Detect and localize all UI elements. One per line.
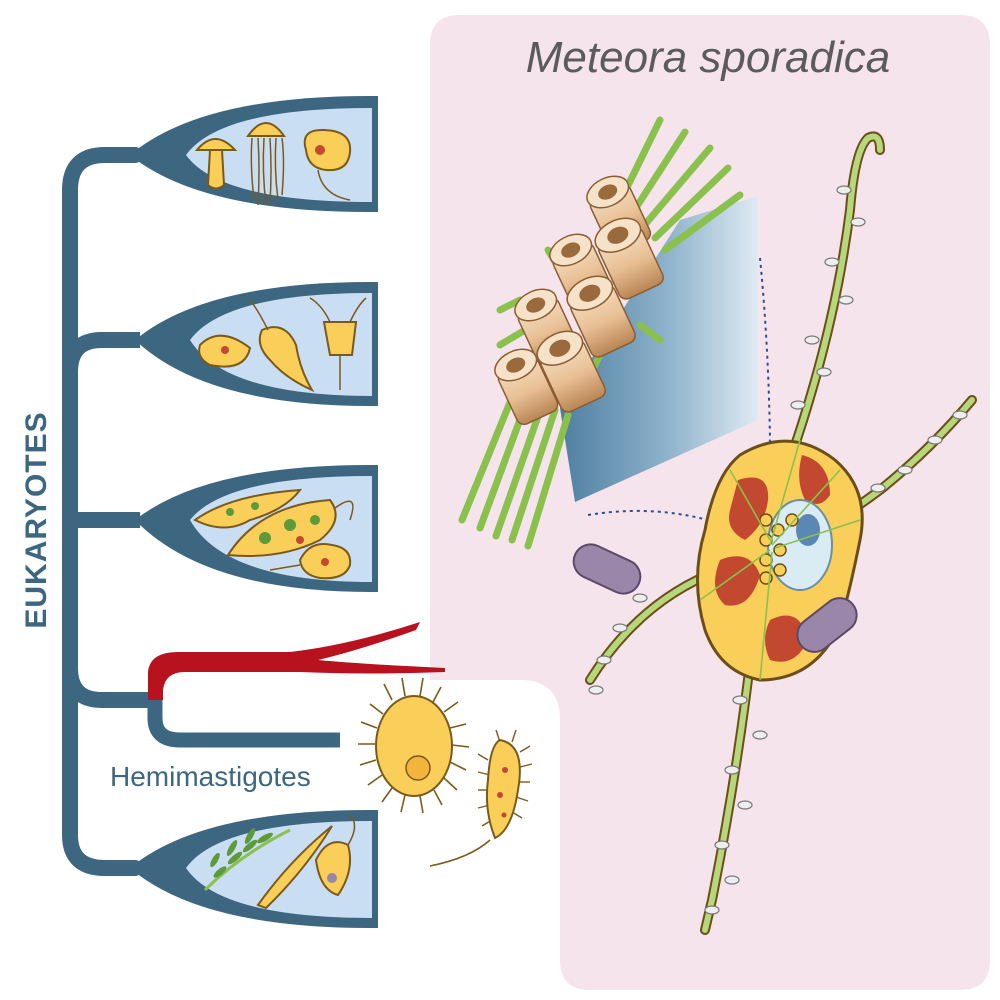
amoeba-icon bbox=[303, 128, 352, 201]
extrusomes bbox=[588, 185, 968, 915]
diatom-icon bbox=[256, 825, 333, 910]
meteora-cell bbox=[572, 131, 977, 935]
eukaryotes-label: EUKARYOTES bbox=[20, 411, 53, 628]
mushroom-icon bbox=[194, 138, 238, 190]
cytoskeleton-detail bbox=[458, 116, 772, 550]
mitochondrion-4 bbox=[765, 615, 808, 662]
hemimastigote-cell-2 bbox=[429, 729, 533, 867]
bacterium-2 bbox=[796, 597, 858, 653]
meteora-branch bbox=[148, 622, 445, 700]
flagellate-3-icon bbox=[314, 814, 356, 897]
ciliate-icon bbox=[226, 498, 354, 557]
flagellate-2-icon bbox=[249, 299, 315, 393]
mitochondrion-2 bbox=[799, 455, 830, 504]
hemimastigotes-label: Hemimastigotes bbox=[110, 761, 311, 792]
zoom-panel bbox=[430, 15, 990, 990]
tree-branch-4 bbox=[62, 667, 155, 708]
hemimastigote-cell-1 bbox=[358, 677, 470, 814]
mitochondrion-3 bbox=[715, 556, 760, 606]
amoeboid-icon bbox=[269, 543, 352, 580]
basal-bodies bbox=[494, 175, 664, 426]
hemimastigote-branch bbox=[147, 700, 340, 748]
fern-icon bbox=[203, 828, 291, 892]
flagellate-1-icon bbox=[198, 334, 252, 368]
mitochondrion-1 bbox=[729, 477, 769, 540]
jellyfish-icon bbox=[246, 122, 286, 206]
bacterium-1 bbox=[572, 543, 642, 595]
clade-box-2 bbox=[135, 282, 378, 406]
protist-icon bbox=[309, 297, 367, 390]
internal-fibers bbox=[699, 439, 861, 681]
membrane-sheet bbox=[560, 196, 758, 502]
tree-branch-2 bbox=[62, 332, 140, 373]
zoom-line-1 bbox=[759, 257, 772, 521]
euglenid-icon bbox=[193, 488, 303, 529]
organism-title: Meteora sporadica bbox=[526, 33, 890, 82]
nucleolus bbox=[796, 514, 820, 546]
